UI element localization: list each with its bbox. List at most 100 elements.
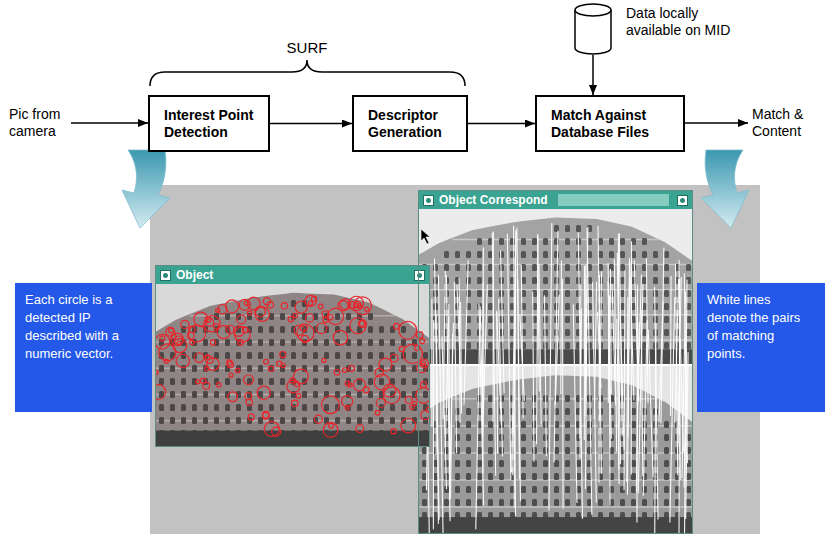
window-opening — [664, 486, 669, 493]
match-line — [655, 323, 656, 534]
window-opening — [357, 352, 362, 359]
window-opening — [455, 499, 460, 506]
match-line — [648, 330, 653, 478]
match-line — [459, 278, 461, 423]
interest-point-circle — [268, 366, 273, 371]
window-opening — [412, 417, 417, 424]
match-line — [431, 299, 432, 426]
title-bar: Object Correspond — [419, 191, 692, 209]
match-line — [627, 272, 629, 494]
window-opening — [532, 447, 537, 454]
match-line — [678, 279, 680, 534]
window-opening — [247, 352, 252, 359]
interest-point-circle — [255, 307, 269, 321]
interest-point-circle — [214, 324, 219, 329]
window-opening — [291, 339, 296, 346]
window-opening — [192, 365, 197, 372]
match-line — [598, 312, 601, 388]
interest-point-circle — [401, 418, 416, 433]
interest-point-circle — [350, 318, 366, 334]
source-label: Pic from camera — [5, 106, 71, 140]
window-opening — [236, 365, 241, 372]
match-line — [584, 266, 585, 440]
match-line — [670, 276, 672, 416]
window-opening — [576, 290, 581, 297]
window-opening — [181, 365, 186, 372]
window-opening — [499, 473, 504, 480]
interest-point-circle — [390, 354, 398, 362]
window-opening — [620, 499, 625, 506]
interest-point-circle — [173, 339, 187, 353]
interest-point-circle — [314, 415, 322, 423]
window-opening — [488, 486, 493, 493]
match-line — [446, 275, 450, 521]
flow-arrow — [71, 122, 148, 124]
window-opening — [313, 352, 318, 359]
window-opening — [521, 434, 526, 441]
curly-bracket — [150, 60, 465, 86]
window-opening — [587, 329, 592, 336]
app-window: Object Correspond — [418, 190, 693, 534]
match-line — [593, 282, 597, 502]
window-opening — [269, 326, 274, 333]
interest-point-circle — [353, 379, 365, 391]
window-opening — [620, 264, 625, 271]
window-opening — [488, 447, 493, 454]
interest-point-circle — [292, 400, 299, 407]
window-opening — [532, 238, 537, 245]
window-opening — [214, 391, 219, 398]
window-opening — [664, 264, 669, 271]
window-opening — [664, 251, 669, 258]
callout-text: White lines denote the pairs of matching… — [707, 291, 803, 363]
interest-point-circle — [239, 299, 250, 310]
window-opening — [488, 434, 493, 441]
window-opening — [543, 499, 548, 506]
window-opening — [444, 499, 449, 506]
window-opening — [455, 434, 460, 441]
window-opening — [631, 486, 636, 493]
output-label: Match & Content — [748, 106, 830, 140]
interest-point-circle — [334, 369, 340, 375]
window-opening — [258, 352, 263, 359]
window-opening — [455, 251, 460, 258]
flow-arrow — [685, 122, 748, 124]
interest-point-circle — [237, 315, 246, 324]
match-line — [675, 264, 677, 476]
match-line — [554, 231, 558, 463]
window-opening — [565, 460, 570, 467]
window-opening — [620, 238, 625, 245]
window-opening — [488, 499, 493, 506]
node-text: Interest Point Detection — [164, 107, 260, 141]
window-opening — [565, 290, 570, 297]
window-opening — [466, 460, 471, 467]
interest-point-circle — [356, 425, 364, 433]
match-lines — [426, 223, 688, 534]
window-opening — [258, 365, 263, 372]
match-line — [612, 284, 616, 406]
window-opening — [379, 417, 384, 424]
interest-point-circle — [287, 380, 300, 393]
match-line — [501, 251, 505, 394]
window-opening — [620, 251, 625, 258]
interest-point-circle — [391, 429, 396, 434]
title-field — [558, 194, 669, 206]
window-icon — [677, 195, 688, 206]
window-opening — [477, 264, 482, 271]
window-opening — [554, 251, 559, 258]
window-opening — [521, 251, 526, 258]
window-opening — [565, 316, 570, 323]
window-opening — [543, 238, 548, 245]
window-opening — [521, 460, 526, 467]
window-opening — [543, 251, 548, 258]
node-text: Match Against Database Files — [551, 107, 675, 141]
interest-point-circle — [216, 382, 221, 387]
window-opening — [488, 303, 493, 310]
window-opening — [664, 421, 669, 428]
interest-point-circle — [295, 301, 307, 313]
window-opening — [313, 339, 318, 346]
window-opening — [412, 378, 417, 385]
node-text: Match & Content — [752, 106, 826, 140]
window-opening — [401, 391, 406, 398]
mouse-cursor — [421, 229, 430, 244]
interest-point-circle — [206, 319, 214, 327]
